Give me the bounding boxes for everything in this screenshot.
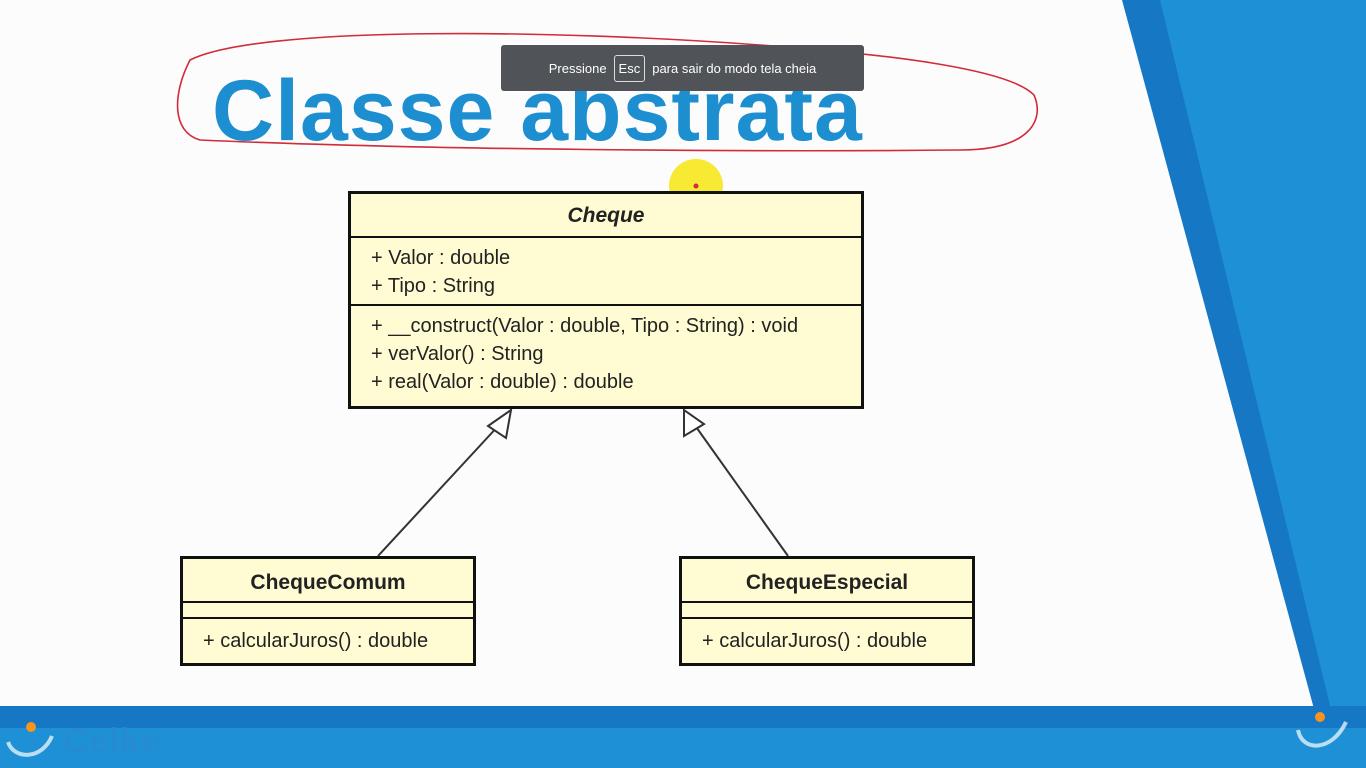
uml-class-cheque: Cheque + Valor : double + Tipo : String … <box>348 191 864 409</box>
logo-swoosh-right <box>1296 721 1348 748</box>
logo-dot-left <box>26 722 36 732</box>
uml-method: + verValor() : String <box>371 343 544 365</box>
uml-class-cheque-especial: ChequeEspecial + calcularJuros() : doubl… <box>679 556 975 666</box>
uml-attribute: + Tipo : String <box>371 275 495 297</box>
toast-suffix: para sair do modo tela cheia <box>652 60 817 76</box>
fullscreen-exit-toast: Pressione Esc para sair do modo tela che… <box>501 45 864 91</box>
uml-attributes <box>183 603 473 619</box>
uml-methods: + __construct(Valor : double, Tipo : Str… <box>351 306 861 402</box>
inheritance-arrowhead-especial <box>683 408 706 438</box>
uml-methods: + calcularJuros() : double <box>682 619 972 661</box>
inheritance-arrowhead-comum <box>486 407 513 440</box>
pointer-dot <box>693 183 699 189</box>
toast-prefix: Pressione <box>548 60 607 76</box>
right-stripe-light <box>1160 0 1366 768</box>
logo-dot-right <box>1315 712 1325 722</box>
uml-class-name: ChequeComum <box>183 559 473 603</box>
uml-attributes <box>682 603 972 619</box>
uml-class-name: ChequeEspecial <box>682 559 972 603</box>
esc-key-hint: Esc <box>613 54 646 82</box>
uml-methods: + calcularJuros() : double <box>183 619 473 661</box>
uml-class-cheque-comum: ChequeComum + calcularJuros() : double <box>180 556 476 666</box>
uml-method: + calcularJuros() : double <box>203 630 429 652</box>
uml-attributes: + Valor : double + Tipo : String <box>351 238 861 306</box>
uml-attribute: + Valor : double <box>371 247 511 269</box>
bottom-band-light <box>0 728 1366 768</box>
inheritance-line-comum <box>377 423 501 557</box>
uml-method: + calcularJuros() : double <box>702 630 928 652</box>
red-annotation-loop <box>176 32 1038 152</box>
logo-swoosh-left <box>6 735 54 757</box>
uml-class-name: Cheque <box>351 194 861 238</box>
inheritance-line-especial <box>693 423 789 557</box>
uml-method: + __construct(Valor : double, Tipo : Str… <box>371 315 799 337</box>
uml-method: + real(Valor : double) : double <box>371 371 634 393</box>
footer-logo-text: Celke <box>64 722 160 760</box>
